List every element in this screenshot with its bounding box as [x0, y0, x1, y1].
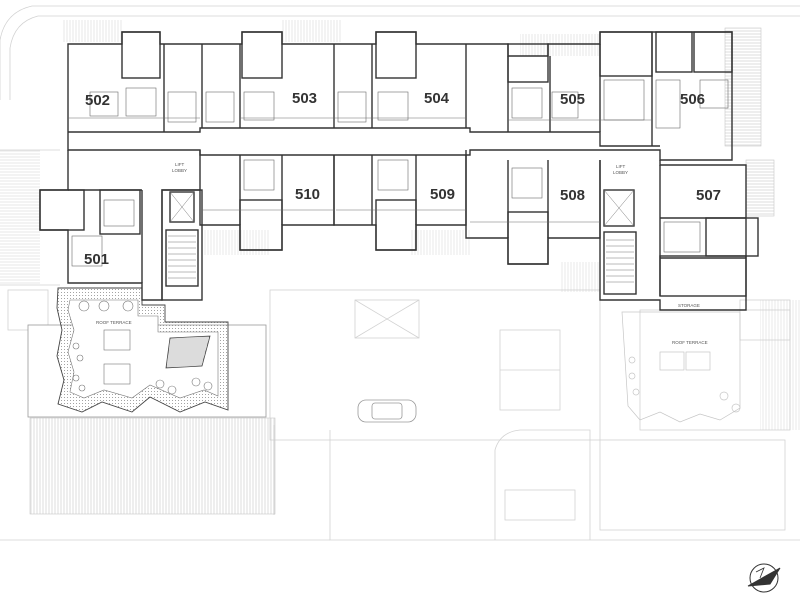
unit-number: 502	[85, 92, 110, 109]
unit-number: 505	[560, 91, 585, 108]
lift-lobby-east-line1: LIFT	[616, 164, 626, 169]
elevator-icon	[169, 189, 635, 227]
unit-number: 507	[696, 187, 721, 204]
stair-icon	[168, 235, 634, 283]
north-arrow-icon	[747, 563, 781, 593]
unit-number: 506	[680, 91, 705, 108]
unit-number: 508	[560, 187, 585, 204]
roof-terrace-ghost: ROOF TERRACE	[621, 311, 741, 423]
unit-number: 503	[292, 90, 317, 107]
unit-number: 504	[424, 90, 450, 107]
storage-label: STORAGE	[678, 303, 700, 308]
lift-lobby-west-line1: LIFT	[175, 162, 185, 167]
unit-number: 510	[295, 186, 320, 203]
lift-lobby-west-line2: LOBBY	[172, 168, 187, 173]
roof-terrace: ROOF TERRACE	[27, 287, 267, 418]
roof-terrace-ghost-label: ROOF TERRACE	[672, 340, 708, 345]
unit-number: 501	[84, 251, 109, 268]
lift-lobby-east-line2: LOBBY	[613, 170, 628, 175]
interior-details	[68, 79, 729, 267]
car-icon	[357, 399, 417, 423]
unit-labels: 502 503 504 505 506 510 509 508 507 501	[84, 90, 721, 268]
unit-number: 509	[430, 186, 455, 203]
lift-lobby-labels: LIFT LOBBY LIFT LOBBY STORAGE	[172, 162, 700, 308]
site-hatching	[0, 20, 800, 515]
building-walls	[39, 31, 759, 311]
roof-terrace-label: ROOF TERRACE	[96, 320, 132, 325]
